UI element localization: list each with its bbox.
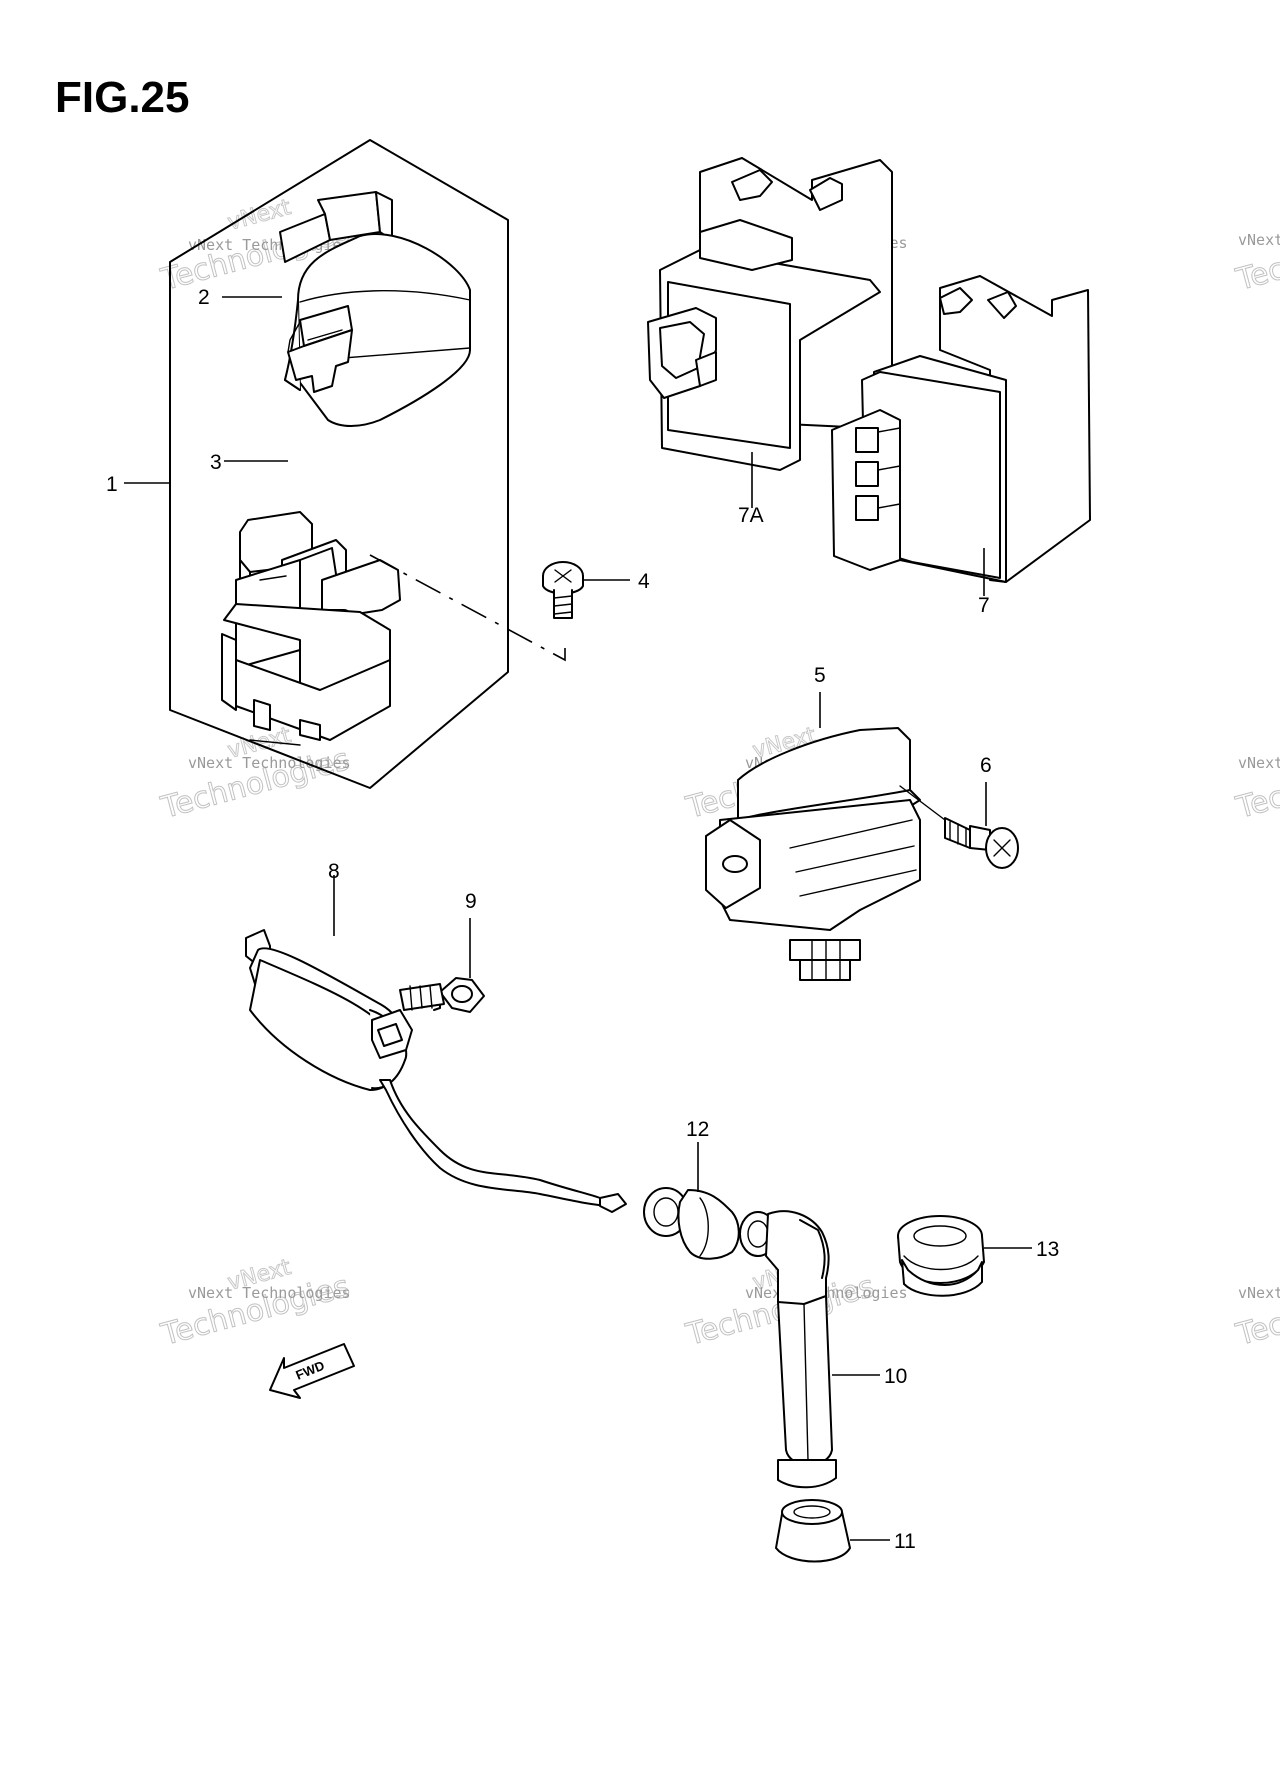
watermark-text-small: vNext Technologies — [1238, 754, 1280, 772]
callout-11: 11 — [894, 1530, 916, 1553]
part-6-bolt[interactable] — [944, 817, 1019, 869]
part-2-cover[interactable] — [279, 191, 471, 427]
watermark-text-big: Technologies — [1232, 214, 1280, 298]
part-10-plug-cap[interactable] — [739, 1210, 837, 1489]
watermark-bottom-right: Technologies vNext Technologies — [1232, 1269, 1280, 1354]
fwd-arrow: FWD — [269, 1343, 355, 1399]
part-7a-igniter[interactable] — [647, 157, 893, 471]
dashdot-relay-to-bolt — [369, 554, 566, 662]
part-1-starter-relay[interactable] — [221, 511, 401, 746]
callout-7a: 7A — [738, 504, 764, 527]
callout-10: 10 — [884, 1365, 907, 1388]
figure-title: FIG.25 — [55, 73, 190, 122]
callout-13: 13 — [1036, 1238, 1059, 1261]
callout-7: 7 — [978, 594, 990, 617]
callout-1: 1 — [106, 473, 118, 496]
assembly-outline — [169, 139, 509, 789]
callout-5: 5 — [814, 664, 826, 687]
part-13-grommet[interactable] — [897, 1215, 985, 1297]
callouts: 1 2 3 4 5 6 7 7A 8 9 10 11 12 13 — [106, 286, 1059, 1553]
watermark-text-small: vNext Technologies — [1238, 231, 1280, 249]
callout-3: 3 — [210, 451, 222, 474]
callout-8: 8 — [328, 860, 340, 883]
watermark-top-right: Technologies vNext Technologies — [1232, 214, 1280, 299]
watermark-mid-right: Technologies vNext Technologies — [1232, 742, 1280, 827]
callout-2: 2 — [198, 286, 210, 309]
part-7-igniter[interactable] — [831, 275, 1091, 583]
callout-6: 6 — [980, 754, 992, 777]
part-8-ignition-coil[interactable] — [245, 929, 627, 1213]
part-9-bolt[interactable] — [399, 977, 485, 1013]
callout-4: 4 — [638, 570, 650, 593]
part-5-regulator[interactable] — [705, 727, 921, 981]
callout-9: 9 — [465, 890, 477, 913]
leader-6-dash — [899, 785, 946, 821]
watermark-text-small: vNext Technologies — [1238, 1284, 1280, 1302]
watermark-text-small: vNext Technologies — [188, 1284, 351, 1302]
watermark-text-big: Technologies — [1232, 1269, 1280, 1353]
part-11-boot[interactable] — [775, 1499, 851, 1563]
watermark-bottom-left: vNext Technologies vNext Technologies — [157, 1254, 354, 1353]
part-12-seal[interactable] — [643, 1187, 740, 1260]
callout-12: 12 — [686, 1118, 709, 1141]
part-4-bolt[interactable] — [542, 561, 584, 619]
watermark-text-small: vNext Technologies — [188, 754, 351, 772]
fwd-arrow-icon — [269, 1343, 355, 1399]
part-3-fuse[interactable] — [287, 305, 353, 393]
